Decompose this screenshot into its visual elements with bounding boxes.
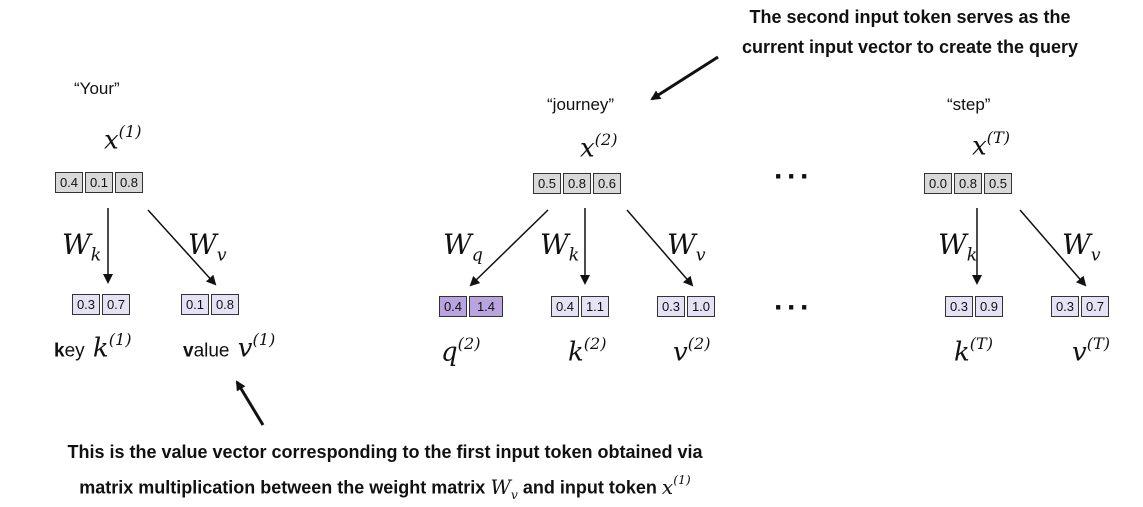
tokenT-wv-label: Wv bbox=[1062, 228, 1101, 266]
token1-wk-label: Wk bbox=[62, 228, 102, 266]
tokenT-input-cell: 0.8 bbox=[954, 173, 982, 194]
token1-input-cell: 0.8 bbox=[115, 172, 143, 193]
token2-wk-label: Wk bbox=[540, 228, 580, 266]
ellipsis-top: ··· bbox=[774, 160, 813, 193]
token2-value-label: v(2) bbox=[673, 333, 711, 368]
arrow-annotation-top bbox=[650, 55, 719, 101]
ellipsis-bottom: ··· bbox=[774, 291, 813, 324]
token2-query-cell: 1.4 bbox=[469, 296, 503, 317]
annotation-top-line1: The second input token serves as the bbox=[749, 7, 1071, 27]
token1-key-cell: 0.3 bbox=[72, 294, 100, 315]
annotation-bottom-input: x(1) bbox=[661, 472, 691, 499]
annotation-top-line2: current input vector to create the query bbox=[741, 37, 1079, 57]
token2-input-cell: 0.6 bbox=[593, 173, 621, 194]
tokenT-key-cell: 0.3 bbox=[945, 296, 973, 317]
token2-key-cell: 0.4 bbox=[551, 296, 579, 317]
annotation-bottom-line1: This is the value vector corresponding t… bbox=[67, 442, 703, 462]
tokenT-value-cell: 0.7 bbox=[1081, 296, 1109, 317]
token1-value-cell: 0.1 bbox=[181, 294, 209, 315]
token2-wv-label: Wv bbox=[667, 228, 706, 266]
tokenT-key-label: k(T) bbox=[954, 333, 994, 368]
token1-key-vector: 0.3 0.7 bbox=[72, 294, 130, 315]
token1-key-label: key k(1) bbox=[54, 329, 132, 364]
token2-value-vector: 0.3 1.0 bbox=[657, 296, 715, 317]
token1-wv-label: Wv bbox=[188, 228, 227, 266]
tokenT-value-vector: 0.3 0.7 bbox=[1051, 296, 1109, 317]
annotation-bottom-line2: matrix multiplication between the weight… bbox=[0, 469, 770, 507]
token2-value-cell: 0.3 bbox=[657, 296, 685, 317]
token2-input-cell: 0.8 bbox=[563, 173, 591, 194]
token2-key-cell: 1.1 bbox=[581, 296, 609, 317]
token1-value-vector: 0.1 0.8 bbox=[181, 294, 239, 315]
tokenT-value-label: v(T) bbox=[1072, 333, 1111, 368]
token2-word: “journey” bbox=[547, 95, 615, 114]
annotation-bottom-weight: Wv bbox=[490, 474, 518, 502]
token2-key-label: k(2) bbox=[568, 333, 607, 368]
token2-value-cell: 1.0 bbox=[687, 296, 715, 317]
token1-input-cell: 0.4 bbox=[55, 172, 83, 193]
token2-query-label: q(2) bbox=[441, 333, 481, 368]
tokenT-x-label: x(T) bbox=[972, 127, 1010, 162]
token2-key-vector: 0.4 1.1 bbox=[551, 296, 609, 317]
tokenT-key-cell: 0.9 bbox=[975, 296, 1003, 317]
tokenT-word: “step” bbox=[947, 95, 991, 114]
token1-input-vector: 0.4 0.1 0.8 bbox=[55, 172, 143, 193]
tokenT-value-cell: 0.3 bbox=[1051, 296, 1079, 317]
annotation-bottom-text-a: matrix multiplication between the weight… bbox=[79, 477, 486, 498]
arrow-token2-query bbox=[469, 209, 549, 287]
tokenT-input-vector: 0.0 0.8 0.5 bbox=[924, 173, 1012, 194]
arrow-token2-value bbox=[626, 209, 694, 287]
annotation-bottom: This is the value vector corresponding t… bbox=[0, 440, 770, 507]
arrow-annotation-bottom bbox=[235, 380, 265, 426]
token2-input-vector: 0.5 0.8 0.6 bbox=[533, 173, 621, 194]
token2-input-cell: 0.5 bbox=[533, 173, 561, 194]
token1-key-cell: 0.7 bbox=[102, 294, 130, 315]
tokenT-wk-label: Wk bbox=[938, 228, 978, 266]
token1-x-label: x(1) bbox=[104, 121, 142, 156]
annotation-bottom-text-b: and input token bbox=[522, 477, 657, 498]
tokenT-input-cell: 0.0 bbox=[924, 173, 952, 194]
token1-value-cell: 0.8 bbox=[211, 294, 239, 315]
arrow-tokenT-value bbox=[1019, 209, 1087, 287]
tokenT-key-vector: 0.3 0.9 bbox=[945, 296, 1003, 317]
token2-wq-label: Wq bbox=[443, 228, 483, 266]
token2-query-cell: 0.4 bbox=[439, 296, 467, 317]
token1-input-cell: 0.1 bbox=[85, 172, 113, 193]
arrow-token1-value bbox=[147, 209, 217, 286]
token2-x-label: x(2) bbox=[580, 129, 618, 164]
annotation-top: The second input token serves as the cur… bbox=[700, 5, 1120, 60]
token1-word: “Your” bbox=[74, 79, 120, 98]
tokenT-input-cell: 0.5 bbox=[984, 173, 1012, 194]
token1-value-label: value v(1) bbox=[183, 329, 276, 364]
token2-query-vector: 0.4 1.4 bbox=[439, 296, 503, 317]
